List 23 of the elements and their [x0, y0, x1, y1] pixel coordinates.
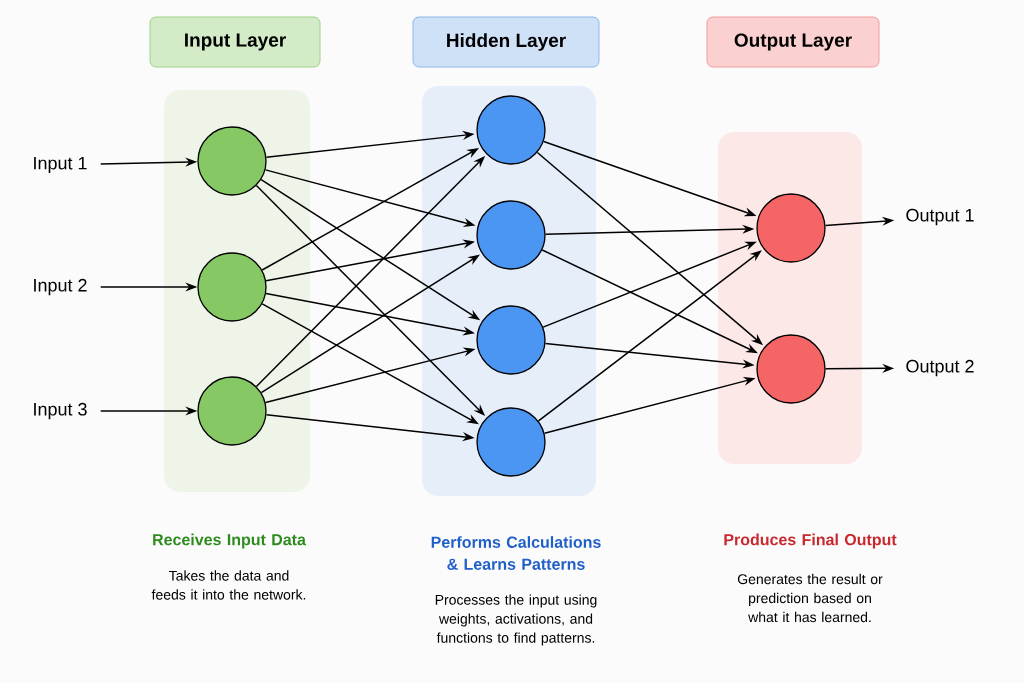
neuron-circle: [197, 126, 267, 196]
neuron-circle: [197, 376, 267, 446]
neuron-circle: [476, 200, 546, 270]
neuron-circle: [756, 193, 826, 263]
section-title: Produces Final Output: [724, 533, 897, 549]
neuron-circle: [476, 305, 546, 375]
neuron-circle: [197, 252, 267, 322]
io-label: Input 1: [34, 156, 87, 174]
io-label: Output 1: [906, 208, 974, 226]
layer-header: Output Layer: [706, 16, 880, 68]
neuron-circle: [476, 95, 546, 165]
neuron-circle: [756, 334, 826, 404]
layer-header: Hidden Layer: [412, 16, 600, 68]
description-text: Generates the result or prediction based on what it has learned.: [737, 573, 883, 623]
section-title: Performs Calculations & Learns Patterns: [431, 536, 601, 570]
description-text: Processes the input using weights, activations, and functions to find patterns.: [435, 594, 597, 646]
io-label: Output 2: [906, 359, 974, 377]
io-label: Input 3: [34, 402, 87, 420]
io-label: Input 2: [34, 278, 87, 296]
neuron-circle: [476, 407, 546, 477]
section-title: Receives Input Data: [153, 533, 306, 549]
layer-header: Input Layer: [149, 16, 321, 68]
description-text: Takes the data and feeds it into the network.: [151, 570, 306, 600]
